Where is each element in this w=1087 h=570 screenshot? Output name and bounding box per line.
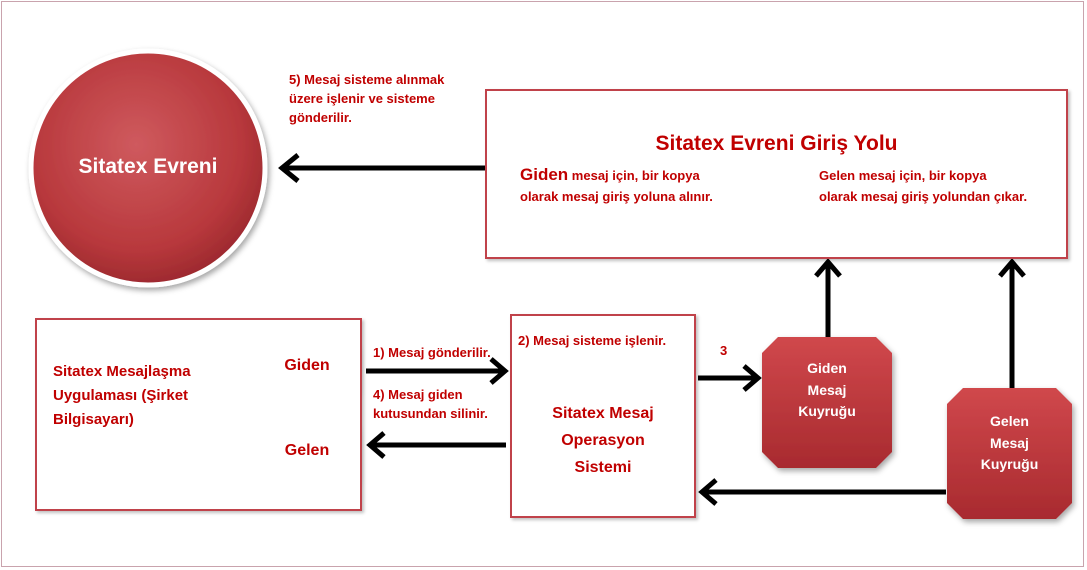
step1-label: 1) Mesaj gönderilir. [373,345,491,360]
gateway-node [485,89,1068,259]
gateway-incoming-line1: Gelen mesaj için, bir kopya [819,168,987,183]
inbox-label: Gelen [284,442,330,459]
messaging-app-label: Sitatex Mesajlaşma Uygulaması (Şirket Bi… [53,363,191,428]
operations-system-node [510,314,696,518]
universe-label: Sitatex Evreni [78,155,218,178]
operations-system-label: Sitatex Mesaj Operasyon Sistemi [552,405,654,477]
step5-label: 5) Mesaj sisteme alınmak üzere işlenir v… [289,72,445,125]
step2-label: 2) Mesaj sisteme işlenir. [518,333,667,348]
incoming-queue-node [947,388,1072,519]
step4-label: 4) Mesaj giden kutusundan silinir. [373,387,488,421]
gateway-incoming-note: Gelen mesaj için, bir kopya olarak mesaj… [819,166,1027,208]
gateway-outgoing-note: Giden mesaj için, bir kopya olarak mesaj… [520,163,713,206]
incoming-queue-label: Gelen Mesaj Kuyruğu [980,413,1039,473]
arrow-icon [278,153,1026,506]
gateway-title: Sitatex Evreni Giriş Yolu [655,132,898,155]
gateway-outgoing-line2: olarak mesaj giriş yoluna alınır. [520,188,713,204]
outgoing-queue-node [762,337,892,468]
gateway-outgoing-lead: Giden [520,165,569,184]
messaging-app-node [35,318,362,511]
gateway-incoming-line2: olarak mesaj giriş yolundan çıkar. [819,188,1028,204]
gateway-outgoing-rest: mesaj için, bir kopya [571,168,700,183]
step3-label: 3 [720,343,728,358]
outbox-label: Giden [284,357,330,374]
sitatex-universe-node [28,48,268,288]
outgoing-queue-label: Giden Mesaj Kuyruğu [798,360,856,420]
